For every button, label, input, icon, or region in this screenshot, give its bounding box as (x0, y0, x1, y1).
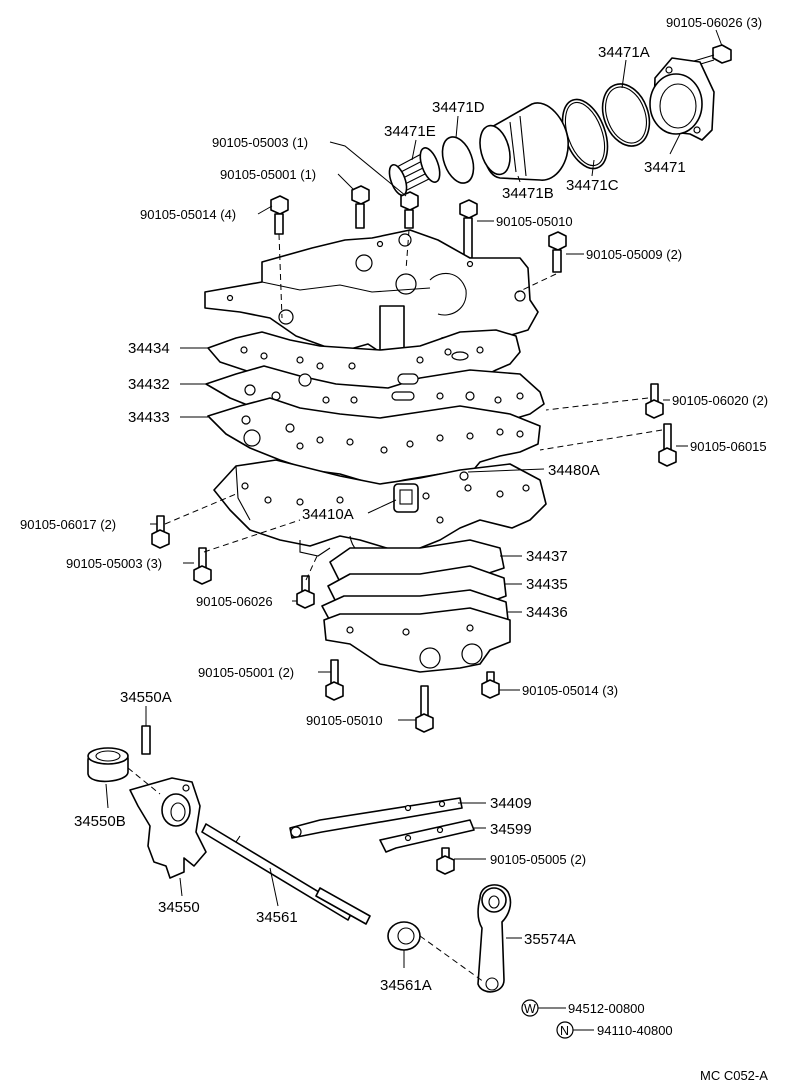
lever-35574A (477, 884, 512, 993)
cover-34471 (649, 57, 715, 141)
bolt-90105-06020 (645, 383, 664, 419)
lever-34550 (129, 777, 207, 879)
label-34480A: 34480A (548, 462, 600, 479)
label-90105-05003-3: 90105-05003 (3) (66, 556, 162, 571)
bolt-90105-05001-lower (325, 659, 344, 701)
label-90105-06015: 90105-06015 (690, 439, 767, 454)
rod-34409 (289, 797, 463, 839)
label-34471C: 34471C (566, 177, 619, 194)
gasket-34433 (207, 397, 541, 487)
label-34471A: 34471A (598, 44, 650, 61)
label-34409: 34409 (490, 795, 532, 812)
drawing-code: MC C052-A (700, 1068, 768, 1083)
washer-94512-00800-symbol: W (521, 999, 539, 1017)
label-94512-00800: 94512-00800 (568, 1001, 645, 1016)
oring-34471D (441, 136, 475, 184)
pin-34550A (141, 725, 151, 755)
bolt-90105-05009-top (548, 231, 567, 273)
label-34550B: 34550B (74, 813, 126, 830)
label-34432: 34432 (128, 376, 170, 393)
label-34599: 34599 (490, 821, 532, 838)
label-90105-06026: 90105-06026 (196, 594, 273, 609)
label-90105-05014-3: 90105-05014 (3) (522, 683, 618, 698)
label-34550A: 34550A (120, 689, 172, 706)
label-90105-06017-2: 90105-06017 (2) (20, 517, 116, 532)
label-34410A: 34410A (302, 506, 354, 523)
bolt-90105-05005 (436, 847, 455, 875)
spring-34471E (388, 147, 441, 197)
svg-text:N: N (560, 1024, 569, 1038)
alignment-lines (127, 229, 663, 983)
bolt-90105-06017 (151, 515, 170, 549)
label-34471B: 34471B (502, 185, 554, 202)
bolt-90105-06015 (658, 423, 677, 467)
shaft-34561 (201, 823, 371, 925)
label-90105-05010-top: 90105-05010 (496, 214, 573, 229)
bolt-90105-05003-top (400, 191, 419, 229)
seal-34561A (387, 921, 421, 951)
label-34434: 34434 (128, 340, 170, 357)
ball-34480A (459, 471, 469, 481)
label-90105-06026-top: 90105-06026 (3) (666, 15, 762, 30)
piston-34471B (479, 102, 569, 181)
label-34550: 34550 (158, 899, 200, 916)
part-labels: 90105-06026 (3) 34471A 34471D 34471E 344… (20, 15, 768, 1083)
bolt-90105-05014-lower (481, 671, 500, 699)
bolt-90105-06026-mid (296, 575, 315, 609)
leader-lines (105, 29, 723, 1031)
label-34471E: 34471E (384, 123, 436, 140)
lower-cover-body (323, 607, 511, 673)
label-90105-05009-2: 90105-05009 (2) (586, 247, 682, 262)
label-34471: 34471 (644, 159, 686, 176)
label-34561A: 34561A (380, 977, 432, 994)
label-90105-05005-2: 90105-05005 (2) (490, 852, 586, 867)
label-34471D: 34471D (432, 99, 485, 116)
label-90105-05014-4: 90105-05014 (4) (140, 207, 236, 222)
bolt-90105-05010-top (459, 199, 478, 259)
label-94110-40800: 94110-40800 (597, 1023, 673, 1038)
svg-text:W: W (524, 1002, 536, 1016)
label-34433: 34433 (128, 409, 170, 426)
label-34437: 34437 (526, 548, 568, 565)
bolt-90105-05001-top (351, 185, 370, 229)
oring-34471A (601, 83, 651, 147)
bolt-90105-05010-lower (415, 685, 434, 733)
collar-34550B (87, 747, 129, 783)
label-90105-05001-2: 90105-05001 (2) (198, 665, 294, 680)
nut-94110-40800-symbol: N (556, 1021, 574, 1039)
label-90105-05003-1: 90105-05003 (1) (212, 135, 308, 150)
label-34435: 34435 (526, 576, 568, 593)
label-90105-05001-1: 90105-05001 (1) (220, 167, 316, 182)
spring-plate-34599 (379, 819, 475, 853)
connector-34410A (393, 483, 419, 513)
label-35574A: 35574A (524, 931, 576, 948)
bolt-90105-05003-side (193, 547, 212, 585)
bolt-90105-05014-top (270, 195, 289, 235)
label-34561: 34561 (256, 909, 298, 926)
label-34436: 34436 (526, 604, 568, 621)
label-90105-06020-2: 90105-06020 (2) (672, 393, 768, 408)
label-90105-05010-bottom: 90105-05010 (306, 713, 383, 728)
